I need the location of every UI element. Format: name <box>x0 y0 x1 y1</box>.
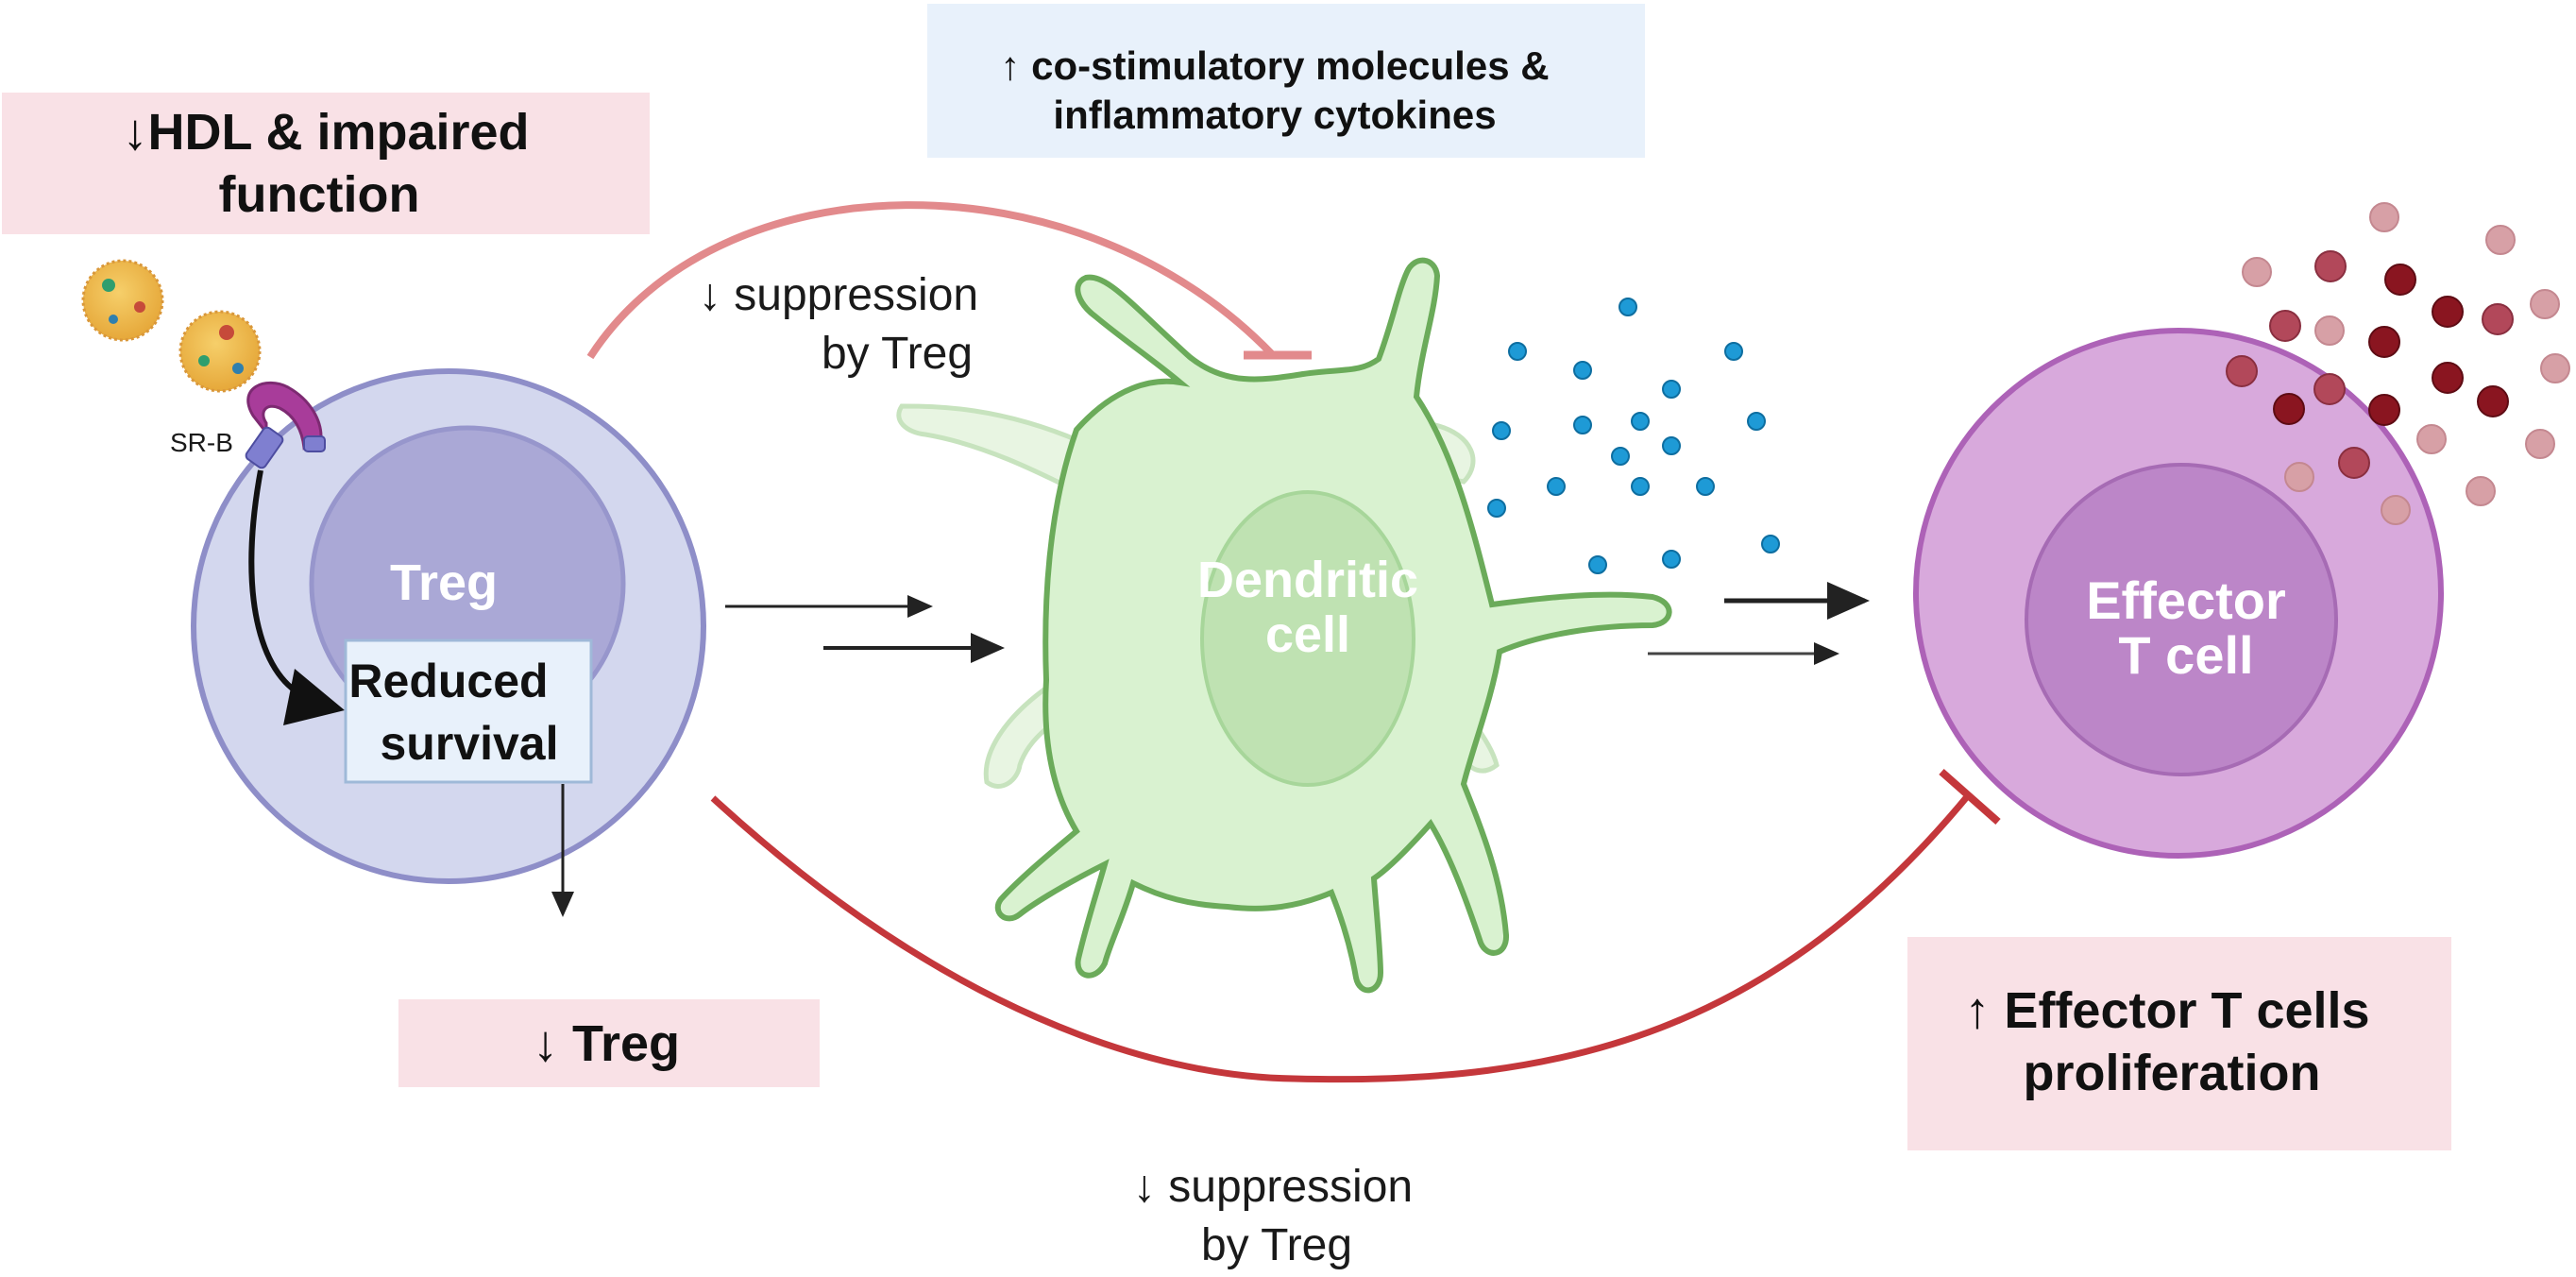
suppression-bottom-line1: ↓ suppression <box>1133 1162 1413 1212</box>
treg-down-bg <box>398 999 820 1087</box>
effector-label-line1: Effector <box>2086 570 2286 630</box>
bottom-inhibit-curve <box>710 791 1973 1083</box>
dc-label-line2: cell <box>1265 606 1350 663</box>
reduced-survival-bg <box>344 638 593 784</box>
reduced-survival-box: Reduced survival <box>344 638 593 784</box>
hdl-particle-2 <box>178 310 262 393</box>
dc-nucleus <box>1200 490 1415 787</box>
hdl-label-box: ↓HDL & impaired function <box>2 93 650 234</box>
reduced-survival-line1: Reduced <box>348 655 548 707</box>
suppression-top-line1: ↓ suppression <box>699 270 978 320</box>
effector-prolif-line1: ↑ Effector T cells <box>1964 982 2369 1039</box>
effector-nucleus <box>2025 463 2338 776</box>
srb-label: SR-B <box>170 428 233 457</box>
effector-t-cell: Effector T cell <box>1913 328 2444 859</box>
costim-box-bg <box>927 4 1645 158</box>
bottom-inhibit-bar <box>1939 769 2001 825</box>
bottom-inhibition-arc <box>710 769 2001 1083</box>
treg-down-box: ↓ Treg <box>398 999 820 1087</box>
effector-label-line2: T cell <box>2118 625 2253 685</box>
costim-label-box: ↑ co-stimulatory molecules & inflammator… <box>927 4 1645 158</box>
dc-label-line1: Dendritic <box>1197 552 1418 608</box>
medium-red-dots <box>2226 250 2514 479</box>
srb-receptor-icon <box>245 382 326 469</box>
srb-to-survival-arrow <box>248 469 345 725</box>
hdl-label-line2: function <box>219 166 420 223</box>
effector-prolif-bg <box>1907 937 2451 1150</box>
dendritic-cell: Dendritic cell <box>896 257 1672 994</box>
light-red-dots <box>2242 202 2570 525</box>
costim-label-line2: inflammatory cytokines <box>1053 93 1496 137</box>
hdl-particle-1 <box>81 259 164 342</box>
cytokine-dots <box>1487 298 1780 574</box>
top-inhibition-arc <box>586 201 1312 360</box>
effector-proliferation-box: ↑ Effector T cells proliferation <box>1907 937 2451 1150</box>
dark-red-dots <box>2273 264 2509 426</box>
suppression-top-line2: by Treg <box>822 329 973 379</box>
effector-prolif-line2: proliferation <box>2023 1045 2320 1101</box>
hdl-label-line1: ↓HDL & impaired <box>122 104 529 161</box>
inflammatory-particles <box>2226 202 2570 525</box>
costim-label-line1: ↑ co-stimulatory molecules & <box>1000 43 1549 88</box>
treg-down-label: ↓ Treg <box>533 1015 680 1072</box>
treg-cell-label: Treg <box>390 554 498 611</box>
hdl-box-bg <box>2 93 650 234</box>
reduced-survival-line2: survival <box>380 717 558 770</box>
top-inhibit-curve <box>586 201 1275 360</box>
suppression-bottom-line2: by Treg <box>1201 1220 1352 1270</box>
